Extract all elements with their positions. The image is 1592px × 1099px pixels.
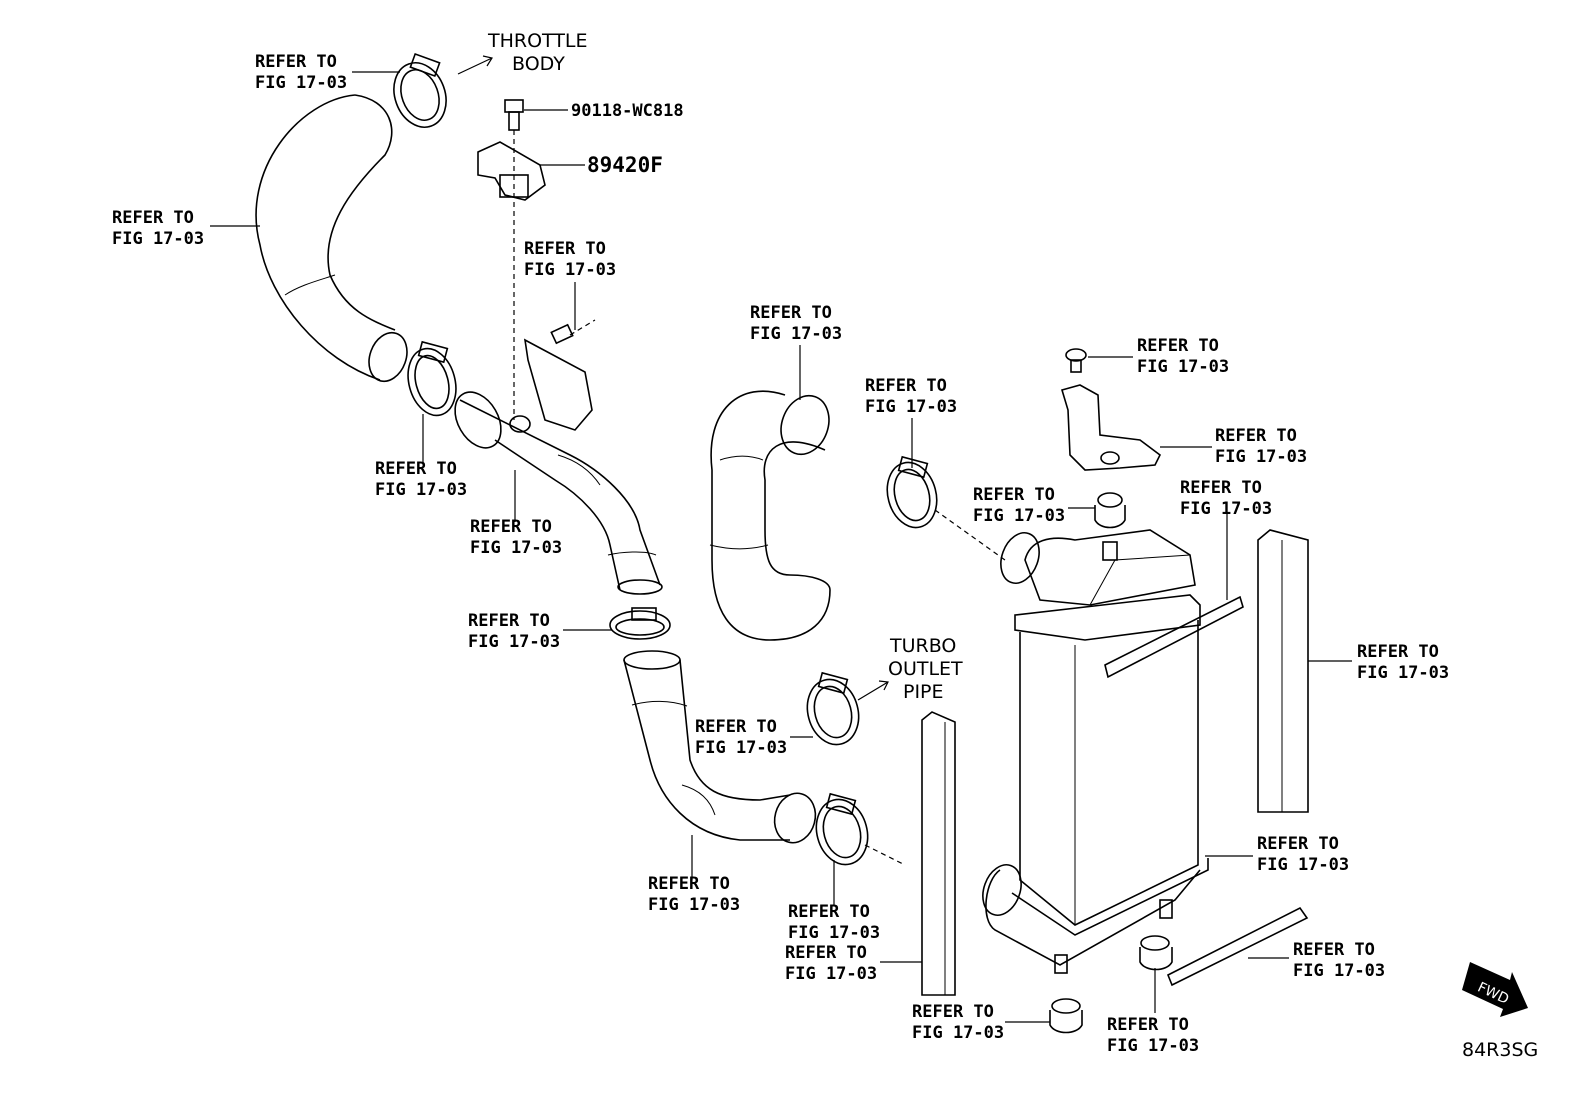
svg-text:FIG 17-03: FIG 17-03: [785, 964, 877, 984]
hose-clamp-lower: [815, 792, 869, 866]
svg-text:REFER TO: REFER TO: [112, 208, 194, 228]
svg-text:FIG 17-03: FIG 17-03: [912, 1023, 1004, 1043]
throttle-label-1: THROTTLE: [487, 30, 588, 52]
turbo-label-3: PIPE: [903, 681, 944, 703]
svg-text:REFER TO: REFER TO: [695, 717, 777, 737]
svg-text:FIG 17-03: FIG 17-03: [1107, 1036, 1199, 1056]
svg-text:REFER TO: REFER TO: [375, 459, 457, 479]
fwd-arrow-icon: FWD: [1462, 962, 1528, 1017]
intercooler-bracket: [1060, 384, 1162, 471]
leader-lines: [210, 55, 1352, 1023]
svg-text:REFER TO: REFER TO: [470, 517, 552, 537]
svg-text:REFER TO: REFER TO: [912, 1002, 994, 1022]
svg-text:REFER TO: REFER TO: [648, 874, 730, 894]
bracket-bolt: [1065, 348, 1087, 373]
seal-pad-right: [1257, 529, 1309, 813]
lower-hose: [623, 650, 817, 844]
grommet-lower-left: [1049, 998, 1083, 1034]
throttle-label-2: BODY: [512, 53, 565, 75]
svg-text:REFER TO: REFER TO: [750, 303, 832, 323]
svg-text:REFER TO: REFER TO: [865, 376, 947, 396]
hose-clamp-turbo: [806, 671, 860, 746]
svg-text:FIG 17-03: FIG 17-03: [648, 895, 740, 915]
svg-text:FIG 17-03: FIG 17-03: [1293, 961, 1385, 981]
turbo-label-1: TURBO: [889, 635, 956, 657]
svg-text:FIG 17-03: FIG 17-03: [788, 923, 880, 943]
bolt-90118: [504, 99, 524, 131]
svg-text:FIG 17-03: FIG 17-03: [1215, 447, 1307, 467]
svg-text:FIG 17-03: FIG 17-03: [1257, 855, 1349, 875]
upper-intake-hose: [255, 94, 408, 383]
svg-text:FIG 17-03: FIG 17-03: [973, 506, 1065, 526]
svg-text:REFER TO: REFER TO: [255, 52, 337, 72]
svg-text:REFER TO: REFER TO: [1180, 478, 1262, 498]
svg-text:REFER TO: REFER TO: [1107, 1015, 1189, 1035]
hose-clamp-center: [886, 455, 938, 529]
svg-text:FIG 17-03: FIG 17-03: [524, 260, 616, 280]
svg-text:FIG 17-03: FIG 17-03: [1180, 499, 1272, 519]
svg-text:FIG 17-03: FIG 17-03: [695, 738, 787, 758]
hose-clamp-top: [393, 52, 447, 128]
svg-text:FIG 17-03: FIG 17-03: [750, 324, 842, 344]
svg-text:REFER TO: REFER TO: [1137, 336, 1219, 356]
svg-text:FIG 17-03: FIG 17-03: [865, 397, 957, 417]
svg-text:FIG 17-03: FIG 17-03: [375, 480, 467, 500]
svg-text:REFER TO: REFER TO: [1215, 426, 1297, 446]
svg-text:REFER TO: REFER TO: [1257, 834, 1339, 854]
intake-pipe: [454, 338, 663, 595]
hose-clamp-mid: [609, 607, 671, 640]
svg-text:FIG 17-03: FIG 17-03: [1357, 663, 1449, 683]
grommet-lower-right: [1139, 935, 1173, 971]
seal-strip-bottom: [1166, 906, 1309, 987]
boost-sensor: [477, 141, 546, 201]
svg-text:REFER TO: REFER TO: [1357, 642, 1439, 662]
seal-strip-top: [1104, 595, 1244, 679]
clamp-dashline-2: [864, 844, 906, 866]
svg-text:REFER TO: REFER TO: [524, 239, 606, 259]
svg-text:FIG 17-03: FIG 17-03: [255, 73, 347, 93]
part-number-bolt: 90118-WC818: [571, 101, 684, 121]
svg-text:REFER TO: REFER TO: [973, 485, 1055, 505]
svg-text:FIG 17-03: FIG 17-03: [1137, 357, 1229, 377]
svg-text:FIG 17-03: FIG 17-03: [470, 538, 562, 558]
svg-text:REFER TO: REFER TO: [468, 611, 550, 631]
svg-text:REFER TO: REFER TO: [788, 902, 870, 922]
intercooler: [982, 529, 1209, 974]
center-s-hose: [709, 390, 831, 641]
seal-pad-left: [921, 711, 956, 996]
diagram-code: 84R3SG: [1462, 1039, 1538, 1061]
hose-clamp-left: [407, 340, 457, 417]
grommet-upper: [1094, 492, 1126, 529]
svg-text:FIG 17-03: FIG 17-03: [112, 229, 204, 249]
svg-text:REFER TO: REFER TO: [1293, 940, 1375, 960]
turbo-label-2: OUTLET: [888, 658, 963, 680]
svg-text:REFER TO: REFER TO: [785, 943, 867, 963]
part-number-sensor: 89420F: [587, 153, 663, 177]
pipe-bolt: [550, 319, 596, 345]
svg-text:FIG 17-03: FIG 17-03: [468, 632, 560, 652]
